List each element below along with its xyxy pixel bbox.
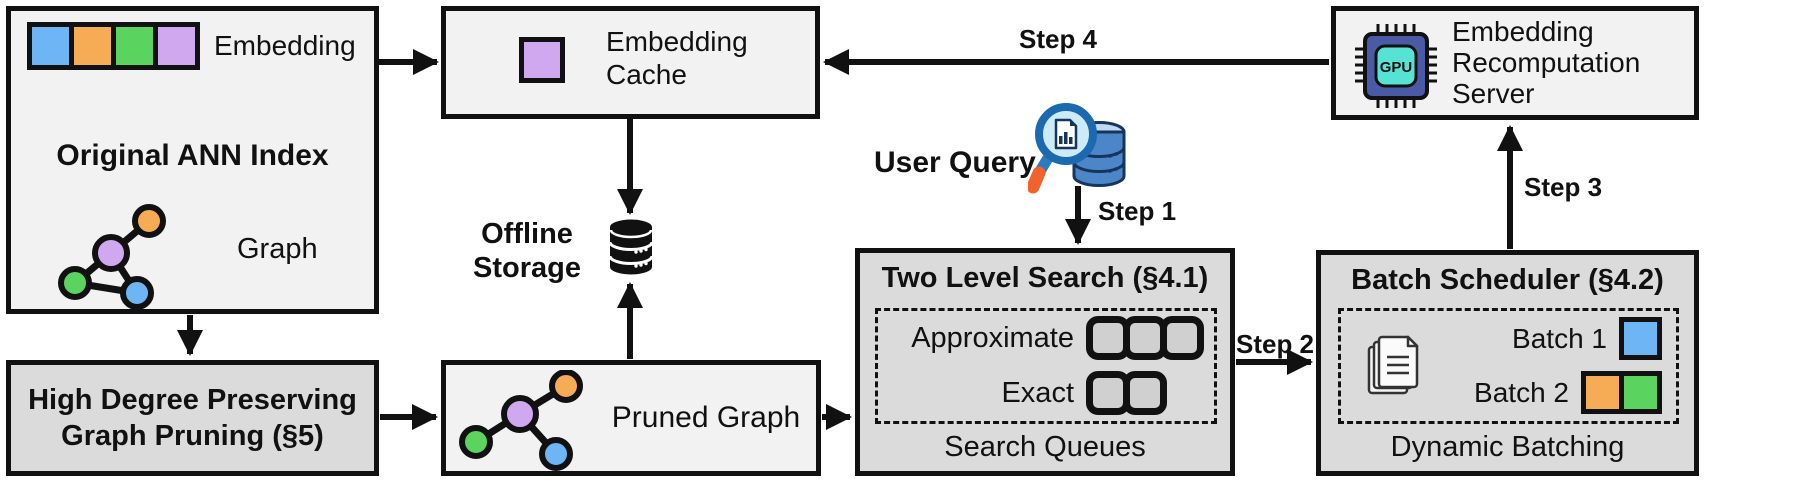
dynamic-batching-dashed-region: Batch 1 Batch 2 [1338, 308, 1679, 424]
exact-label: Exact [1001, 376, 1074, 409]
graph-label: Graph [237, 233, 318, 265]
batch-2-chips [1581, 371, 1662, 414]
search-queues-dashed-region: Approximate Exact [875, 308, 1217, 424]
search-queue-slot [1160, 316, 1204, 360]
embedding-cell-purple [158, 27, 195, 65]
original-ann-index-box: Embedding Original ANN Index Graph [6, 6, 379, 314]
embedding-vector-icon [27, 22, 200, 70]
batch-1-label: Batch 1 [1512, 322, 1607, 354]
user-query-search-icon [1028, 103, 1126, 194]
recomputation-server-title: Embedding Recomputation Server [1452, 16, 1641, 109]
offline-storage-database-icon [608, 219, 654, 275]
blue-batch-chip [1619, 317, 1662, 360]
dynamic-batching-label: Dynamic Batching [1390, 431, 1625, 463]
search-queues-label: Search Queues [944, 431, 1146, 463]
recomputation-server-box: GPU Embedding Recomputation Server [1331, 6, 1699, 120]
documents-stack-icon [1367, 335, 1419, 395]
offline-storage-label: Offline Storage [473, 218, 581, 284]
batch-scheduler-box: Batch Scheduler (§4.2) Batch 1 Batch 2 [1316, 250, 1699, 476]
user-query-label: User Query [874, 146, 1036, 179]
green-batch-chip [1619, 371, 1662, 414]
embedding-cell-green [116, 27, 153, 65]
pruned-graph-label: Pruned Graph [611, 401, 801, 434]
gpu-text: GPU [1380, 59, 1413, 76]
approximate-queue-slots [1086, 316, 1204, 360]
step-3-label: Step 3 [1524, 172, 1603, 202]
pruned-graph-box: Pruned Graph [441, 360, 821, 476]
batch-1-chips [1619, 317, 1662, 360]
graph-pruning-box: High Degree Preserving Graph Pruning (§5… [6, 360, 379, 476]
graph-pruning-title: High Degree Preserving Graph Pruning (§5… [28, 384, 357, 452]
ann-index-title: Original ANN Index [56, 139, 329, 172]
embedding-cell-orange [74, 27, 111, 65]
cached-embedding-icon [519, 37, 565, 83]
batch-scheduler-title: Batch Scheduler (§4.2) [1351, 264, 1664, 296]
approximate-label: Approximate [911, 321, 1074, 354]
two-level-search-box: Two Level Search (§4.1) Approximate Exac… [855, 248, 1235, 476]
orange-batch-chip [1581, 371, 1624, 414]
embedding-cache-title: Embedding Cache [606, 26, 748, 90]
two-level-search-title: Two Level Search (§4.1) [881, 262, 1209, 294]
pruned-graph-icon [459, 370, 583, 471]
gpu-chip-icon: GPU [1355, 24, 1437, 108]
step-2-label: Step 2 [1235, 329, 1315, 359]
embedding-label: Embedding [214, 30, 356, 61]
graph-icon [58, 204, 166, 310]
search-queue-slot [1123, 371, 1167, 415]
embedding-cache-box: Embedding Cache [441, 6, 820, 119]
step-1-label: Step 1 [1098, 196, 1177, 226]
step-4-label: Step 4 [1018, 24, 1098, 54]
exact-queue-slots [1086, 371, 1167, 415]
batch-2-label: Batch 2 [1474, 376, 1569, 408]
embedding-cell-blue [32, 27, 69, 65]
